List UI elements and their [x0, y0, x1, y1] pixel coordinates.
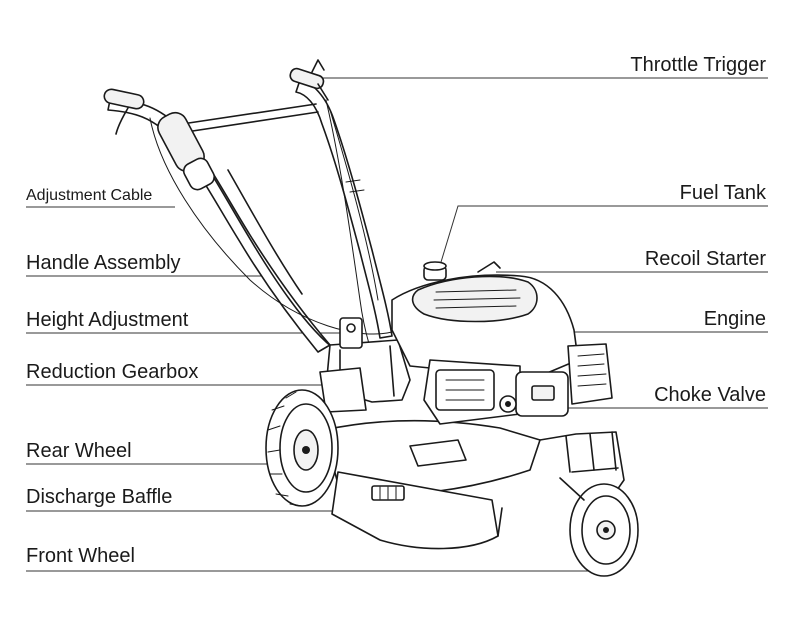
front-wheel-drawing	[539, 431, 639, 577]
label-reduction-gearbox: Reduction Gearbox	[26, 361, 199, 383]
deck-drawing	[323, 419, 541, 550]
rear-wheel-drawing	[265, 389, 339, 507]
label-front-wheel: Front Wheel	[26, 545, 135, 567]
handle-assembly-drawing	[103, 59, 393, 381]
frame-drawing	[319, 317, 411, 413]
label-discharge-baffle: Discharge Baffle	[26, 486, 173, 508]
label-fuel-tank: Fuel Tank	[679, 182, 766, 204]
label-height-adjustment: Height Adjustment	[26, 309, 189, 331]
label-handle-assembly: Handle Assembly	[26, 252, 181, 274]
leader-fuel-tank	[437, 205, 768, 273]
engine-drawing	[391, 261, 613, 425]
label-choke-valve: Choke Valve	[654, 384, 766, 406]
label-recoil-starter: Recoil Starter	[644, 248, 766, 270]
label-engine: Engine	[703, 308, 766, 330]
label-throttle-trigger: Throttle Trigger	[630, 54, 766, 76]
label-rear-wheel: Rear Wheel	[26, 440, 132, 462]
label-adjustment-cable: Adjustment Cable	[26, 187, 153, 204]
